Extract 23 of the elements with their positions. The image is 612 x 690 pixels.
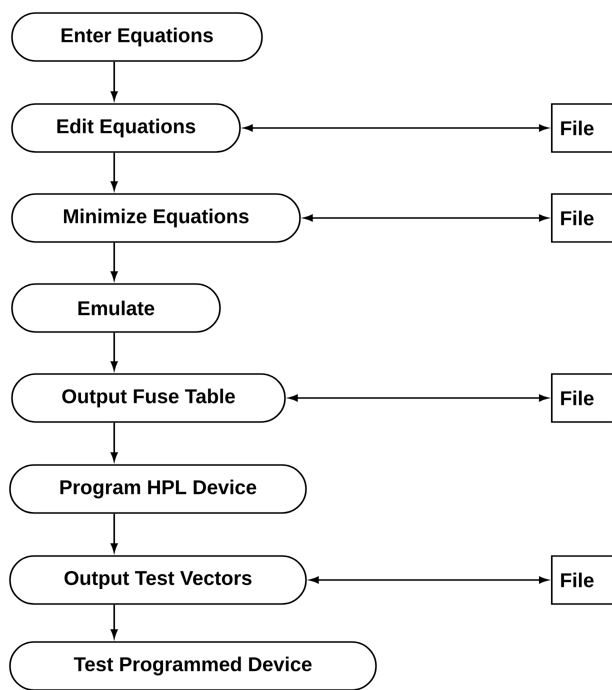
flow-arrow xyxy=(110,514,118,552)
process-box: Output Fuse Table xyxy=(11,373,286,423)
process-box: Enter Equations xyxy=(11,12,263,62)
flow-arrow xyxy=(110,332,118,370)
process-box: Minimize Equations xyxy=(11,193,301,243)
file-arrow xyxy=(310,576,548,584)
file-arrow xyxy=(288,394,548,402)
file-arrow xyxy=(304,214,548,222)
process-box: Edit Equations xyxy=(11,103,241,153)
process-box: Output Test Vectors xyxy=(9,555,307,605)
flow-arrow xyxy=(110,422,118,462)
file-box: File xyxy=(551,103,612,153)
file-box: File xyxy=(551,373,612,423)
flow-arrow xyxy=(110,62,118,100)
file-box: File xyxy=(551,193,612,243)
file-arrow xyxy=(244,124,548,132)
flow-arrow xyxy=(110,604,118,638)
flow-arrow xyxy=(110,242,118,280)
flow-arrow xyxy=(110,152,118,190)
file-box: File xyxy=(551,555,612,605)
process-box: Emulate xyxy=(11,283,221,333)
process-box: Test Programmed Device xyxy=(9,641,377,690)
process-box: Program HPL Device xyxy=(9,464,307,514)
